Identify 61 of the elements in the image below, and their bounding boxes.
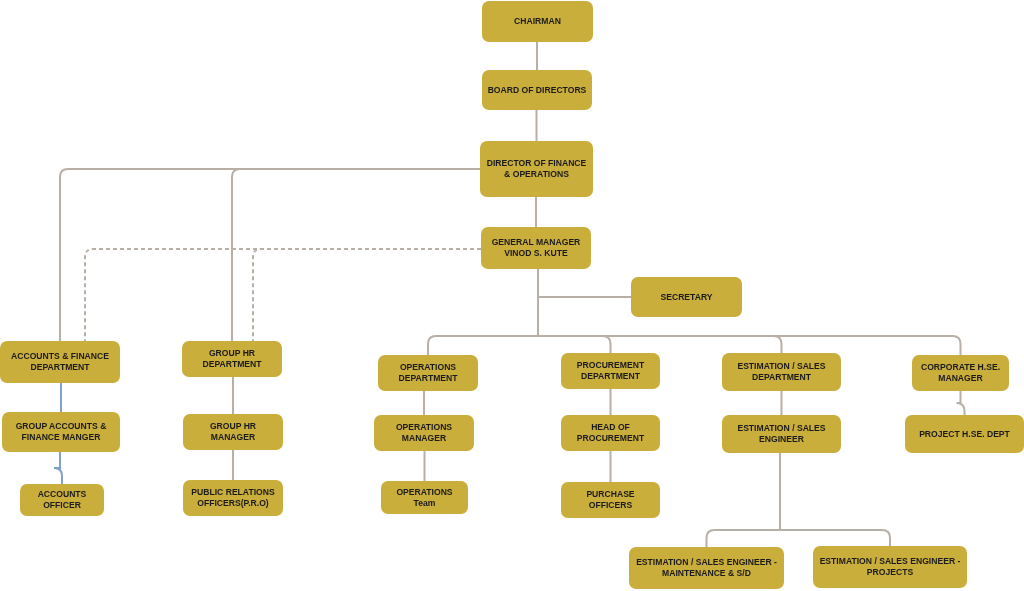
position-box xyxy=(480,141,593,197)
connector-line xyxy=(232,449,234,481)
connector-line xyxy=(780,390,783,416)
position-title: PURCHASE OFFICERS xyxy=(585,489,636,511)
position-box xyxy=(561,482,660,518)
position-title: ESTIMATION / SALES DEPARTMENT xyxy=(736,361,827,383)
connector-line xyxy=(60,382,62,413)
connector-line xyxy=(535,109,538,142)
position-title: PROJECT H.SE. DEPT xyxy=(919,428,1010,440)
position-title: GROUP HR DEPARTMENT xyxy=(201,348,263,370)
position-box xyxy=(905,415,1024,453)
position-title: ESTIMATION / SALES ENGINEER xyxy=(736,423,827,445)
connector-line xyxy=(536,41,538,71)
position-title: DIRECTOR OF FINANCE & OPERATIONS xyxy=(485,158,588,180)
position-box xyxy=(374,415,474,451)
connector-line xyxy=(232,376,234,415)
position-box xyxy=(2,412,120,452)
position-title: ESTIMATION / SALES ENGINEER - MAINTENANCE & S/D xyxy=(635,557,778,579)
position-title: OPERATIONS MANAGER xyxy=(394,422,454,444)
connector-line xyxy=(779,452,891,547)
position-box xyxy=(631,277,742,317)
position-title: OPERATIONS DEPARTMENT xyxy=(397,362,459,384)
position-title: OPERATIONS Team xyxy=(395,486,454,509)
position-box xyxy=(722,415,841,453)
connector-line xyxy=(423,450,426,482)
position-box xyxy=(629,547,784,589)
position-title: PUBLIC RELATIONS OFFICERS(P.R.O) xyxy=(190,487,276,509)
connector-line xyxy=(423,390,425,416)
position-box xyxy=(182,341,282,377)
position-title: GENERAL MANAGER VINOD S. KUTE xyxy=(490,237,582,259)
connector-line xyxy=(53,451,63,485)
connector-line xyxy=(609,388,612,416)
position-title: CORPORATE H.SE. MANAGER xyxy=(919,362,1002,384)
position-box xyxy=(20,484,104,516)
position-title: SECRETARY xyxy=(660,291,713,303)
connector-line xyxy=(535,196,537,228)
position-title: HEAD OF PROCUREMENT xyxy=(575,422,646,444)
position-box xyxy=(183,480,283,516)
position-box xyxy=(183,414,283,450)
connector-line xyxy=(609,450,612,483)
position-box xyxy=(381,481,468,514)
position-box xyxy=(482,1,593,42)
position-box xyxy=(481,227,591,269)
position-box xyxy=(561,353,660,389)
position-title: GROUP ACCOUNTS & FINANCE MANGER xyxy=(14,421,108,443)
position-title: ESTIMATION / SALES ENGINEER - PROJECTS xyxy=(818,556,962,578)
position-title: ACCOUNTS OFFICER xyxy=(36,489,88,511)
position-box xyxy=(813,546,967,588)
position-title: ACCOUNTS & FINANCE DEPARTMENT xyxy=(10,351,110,373)
position-box xyxy=(0,341,120,383)
position-box xyxy=(722,353,841,391)
position-box xyxy=(912,355,1009,391)
position-title: CHAIRMAN xyxy=(514,16,561,27)
position-title: PROCUREMENT DEPARTMENT xyxy=(575,360,646,382)
connector-line xyxy=(955,390,966,416)
position-title: BOARD OF DIRECTORS xyxy=(487,84,587,96)
position-box xyxy=(482,70,592,110)
position-title: GROUP HR MANAGER xyxy=(208,421,258,443)
dashed-connector xyxy=(252,248,482,342)
position-box xyxy=(378,355,478,391)
position-box xyxy=(561,415,660,451)
